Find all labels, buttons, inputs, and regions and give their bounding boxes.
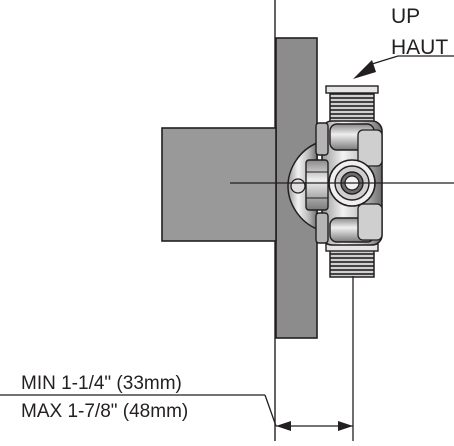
trim-block <box>161 127 277 242</box>
max-depth-label: MAX 1-7/8" (48mm) <box>21 401 189 422</box>
up-label: UP <box>391 5 421 28</box>
haut-label: HAUT <box>391 36 449 59</box>
up-arrow <box>371 55 399 65</box>
min-depth-label: MIN 1-1/4" (33mm) <box>21 373 182 394</box>
hex-nut <box>305 159 329 211</box>
bottom-threaded-outlet <box>329 246 375 278</box>
top-threaded-inlet <box>329 90 375 124</box>
